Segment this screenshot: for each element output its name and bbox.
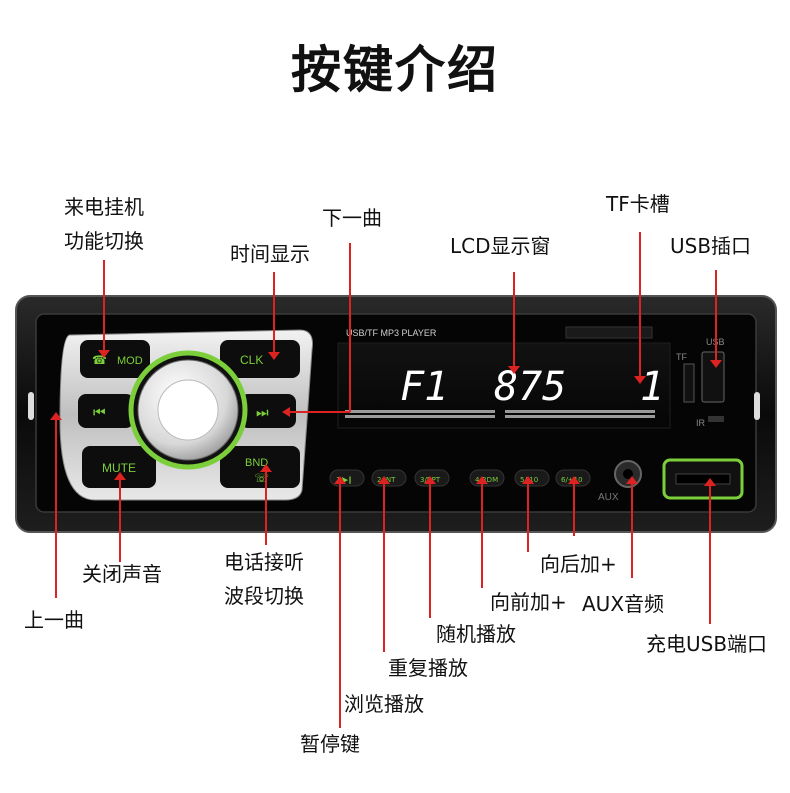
mod-button <box>80 340 150 378</box>
usb-slot <box>701 351 725 403</box>
mod-label: MOD <box>117 355 143 367</box>
page-title: 按键介绍 <box>291 41 499 99</box>
prev-button <box>78 394 134 428</box>
lcd-frequency: 875 <box>494 364 566 410</box>
lcd-window <box>337 342 671 429</box>
callout-arrowheads <box>50 350 722 486</box>
label-aux: AUX音频 <box>582 592 665 616</box>
label-charge-usb: 充电USB端口 <box>646 632 768 656</box>
clk-label: CLK <box>240 353 263 367</box>
next-button <box>240 394 296 428</box>
right-clip <box>754 392 760 420</box>
label-pause: 暂停键 <box>300 732 360 756</box>
left-clip <box>28 392 34 420</box>
label-tf-slot: TF卡槽 <box>606 192 670 216</box>
label-lcd-window: LCD显示窗 <box>450 234 551 258</box>
ir-label: IR <box>696 418 706 428</box>
aux-label: AUX <box>598 492 619 503</box>
label-prev-track: 上一曲 <box>24 608 84 632</box>
clk-button <box>220 340 300 378</box>
label-forward: 向前加+ <box>490 590 567 614</box>
label-random: 随机播放 <box>436 622 516 646</box>
header-plate <box>565 326 653 339</box>
volume-knob-center <box>157 379 219 441</box>
mute-label: MUTE <box>102 461 136 475</box>
preset-4-label: 4/RDM <box>475 476 498 484</box>
label-mute: 关闭声音 <box>82 562 162 586</box>
lcd-channel: 1 <box>640 364 664 410</box>
label-hangup: 来电挂机 功能切换 <box>64 195 144 253</box>
bnd-button <box>220 446 300 488</box>
prev-icon: ⏮ <box>93 405 106 421</box>
label-time-display: 时间显示 <box>230 242 310 266</box>
label-phone-band: 电话接听 波段切换 <box>224 550 304 608</box>
preset-3-button <box>414 469 450 487</box>
label-usb-port: USB插口 <box>670 234 752 258</box>
lcd-band: F1 <box>400 364 448 410</box>
preset-1-label: 1/▶‖ <box>336 476 352 484</box>
lcd-spectrum <box>345 410 655 418</box>
tf-slot <box>683 363 695 403</box>
bnd-label: BND <box>245 457 268 469</box>
label-browse: 浏览播放 <box>344 692 424 716</box>
tf-label: TF <box>676 352 687 362</box>
next-icon: ⏭ <box>256 405 269 421</box>
mute-button <box>82 446 156 488</box>
callout-lines <box>55 232 717 728</box>
ir-sensor <box>708 416 724 422</box>
label-repeat: 重复播放 <box>388 656 468 680</box>
label-next-track: 下一曲 <box>322 206 382 230</box>
device-header: USB/TF MP3 PLAYER <box>346 328 437 338</box>
label-backward: 向后加+ <box>540 552 617 576</box>
